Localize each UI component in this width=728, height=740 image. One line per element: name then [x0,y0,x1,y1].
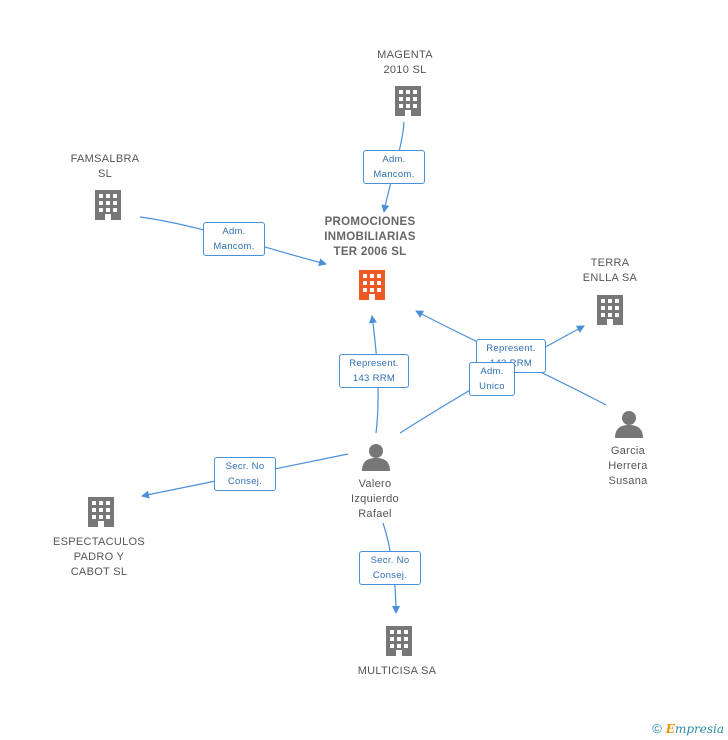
edge-label-valero-promociones[interactable]: Represent. 143 RRM [339,354,409,388]
node-label-valero[interactable]: Valero Izquierdo Rafael [351,478,399,520]
edge-label-valero-espectaculos[interactable]: Secr. No Consej. [214,457,276,491]
copyright-symbol: © [652,721,662,736]
node-label-espectaculos[interactable]: ESPECTACULOS PADRO Y CABOT SL [52,536,146,578]
person-icon[interactable] [615,411,643,438]
building-icon[interactable] [395,86,421,116]
building-icon[interactable] [95,190,121,220]
building-icon[interactable] [359,270,385,300]
brand-logo[interactable]: Empresia [666,722,724,736]
brand-name: mpresia [674,721,724,736]
node-label-multicisa[interactable]: MULTICISA SA [357,665,437,677]
building-icon[interactable] [597,295,623,325]
brand-footer: © Empresia [652,721,724,736]
node-label-famsalbra[interactable]: FAMSALBRA SL [70,153,140,180]
edge-label-famsalbra-promociones[interactable]: Adm. Mancom. [203,222,265,256]
edge-label-valero-multicisa[interactable]: Secr. No Consej. [359,551,421,585]
node-label-terra[interactable]: TERRA ENLLA SA [582,257,638,284]
node-label-magenta[interactable]: MAGENTA 2010 SL [377,49,433,76]
person-icon[interactable] [362,444,390,471]
edge-label-magenta-promociones[interactable]: Adm. Mancom. [363,150,425,184]
node-label-garcia[interactable]: Garcia Herrera Susana [608,445,648,487]
edge-label-valero-terra[interactable]: Adm. Unico [469,362,515,396]
building-icon[interactable] [88,497,114,527]
building-icon[interactable] [386,626,412,656]
node-label-promociones[interactable]: PROMOCIONES INMOBILIARIAS TER 2006 SL [324,216,416,258]
brand-initial: E [665,721,675,736]
